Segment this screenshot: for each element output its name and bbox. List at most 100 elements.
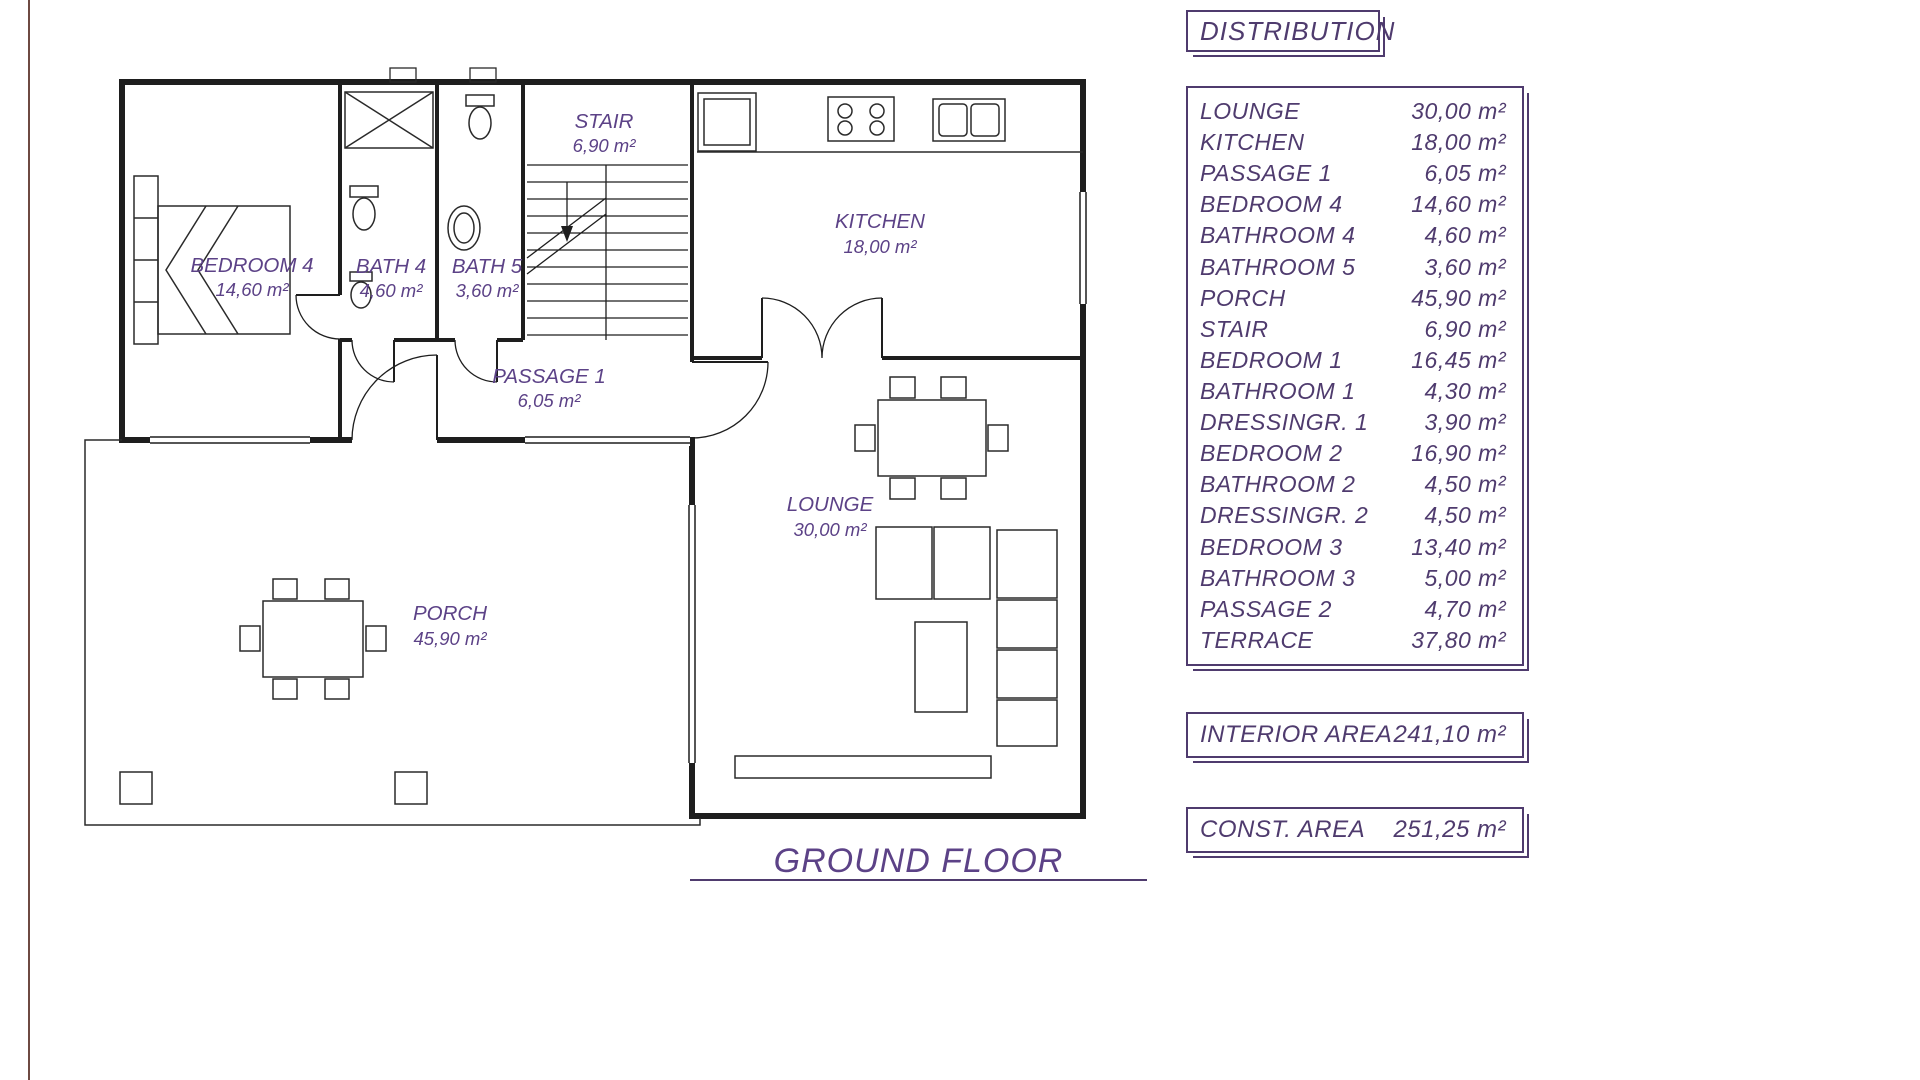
room-name: DRESSINGR. 2 — [1200, 502, 1369, 529]
room-name: BATHROOM 5 — [1200, 253, 1356, 280]
stair-symbol — [526, 164, 688, 340]
outer-walls — [119, 79, 1086, 819]
label-porch: PORCH — [413, 602, 487, 625]
porch-column — [119, 771, 153, 805]
room-name: BEDROOM 2 — [1200, 440, 1343, 467]
interior-area-box: INTERIOR AREA 241,10 m² — [1186, 712, 1529, 763]
room-area: 45,90 m² — [1411, 284, 1506, 311]
distribution-row: BATHROOM 2 4,50 m² — [1200, 471, 1506, 498]
porch-area — [84, 439, 701, 826]
room-area: 37,80 m² — [1411, 626, 1506, 653]
interior-area-value: 241,10 m² — [1393, 721, 1506, 748]
room-area: 4,60 m² — [1424, 222, 1506, 249]
room-name: BATHROOM 4 — [1200, 222, 1356, 249]
hob-icon — [827, 96, 895, 142]
windows — [150, 192, 1089, 763]
room-name: DRESSINGR. 1 — [1200, 409, 1369, 436]
interior-walls — [338, 82, 1083, 440]
wardrobe — [133, 175, 159, 345]
distribution-row: BATHROOM 5 3,60 m² — [1200, 254, 1506, 281]
distribution-row: BATHROOM 3 5,00 m² — [1200, 565, 1506, 592]
room-name: BATHROOM 3 — [1200, 564, 1356, 591]
interior-area-label: INTERIOR AREA — [1200, 721, 1393, 748]
area-stair: 6,90 m² — [573, 135, 637, 156]
room-area: 16,45 m² — [1411, 346, 1506, 373]
porch-table — [239, 578, 387, 700]
plan-title: GROUND FLOOR — [773, 842, 1064, 880]
area-kitchen: 18,00 m² — [843, 236, 917, 257]
label-passage1: PASSAGE 1 — [492, 365, 606, 388]
distribution-row: DRESSINGR. 1 3,90 m² — [1200, 409, 1506, 436]
area-bath4: 4,60 m² — [360, 280, 424, 301]
bed — [157, 205, 291, 335]
room-area: 30,00 m² — [1411, 98, 1506, 124]
sheet-frame-line — [28, 0, 30, 1080]
room-name: PASSAGE 2 — [1200, 595, 1332, 622]
porch-column — [394, 771, 428, 805]
room-area: 6,05 m² — [1424, 160, 1506, 187]
room-name: LOUNGE — [1200, 98, 1301, 124]
distribution-row: BEDROOM 2 16,90 m² — [1200, 440, 1506, 467]
label-bedroom4: BEDROOM 4 — [190, 254, 313, 277]
distribution-row: LOUNGE 30,00 m² — [1200, 98, 1506, 125]
room-area: 4,50 m² — [1424, 471, 1506, 498]
room-area: 4,50 m² — [1424, 502, 1506, 529]
distribution-title-box: DISTRIBUTION — [1186, 10, 1394, 57]
room-name: BEDROOM 4 — [1200, 191, 1343, 218]
area-porch: 45,90 m² — [413, 628, 487, 649]
room-name: BATHROOM 1 — [1200, 377, 1356, 404]
const-area-value: 251,25 m² — [1393, 816, 1506, 843]
washbasin-icon — [447, 205, 481, 251]
distribution-row: BATHROOM 4 4,60 m² — [1200, 222, 1506, 249]
room-area: 3,90 m² — [1424, 409, 1506, 436]
fixtures — [344, 67, 1083, 309]
area-bedroom4: 14,60 m² — [215, 279, 289, 300]
label-stair: STAIR — [575, 110, 634, 133]
room-area: 3,60 m² — [1424, 253, 1506, 280]
distribution-row: BEDROOM 4 14,60 m² — [1200, 191, 1506, 218]
distribution-row: TERRACE 37,80 m² — [1200, 627, 1506, 654]
const-area-box: CONST. AREA 251,25 m² — [1186, 807, 1529, 858]
label-lounge: LOUNGE — [787, 493, 874, 516]
porch-outline — [84, 439, 701, 826]
room-name: BEDROOM 3 — [1200, 533, 1343, 560]
toilet-icon — [465, 94, 495, 140]
room-area: 14,60 m² — [1411, 191, 1506, 218]
distribution-row: PASSAGE 1 6,05 m² — [1200, 160, 1506, 187]
room-name: TERRACE — [1200, 626, 1314, 653]
room-area: 13,40 m² — [1411, 533, 1506, 560]
distribution-row: DRESSINGR. 2 4,50 m² — [1200, 502, 1506, 529]
shower-icon — [344, 91, 434, 149]
room-name: KITCHEN — [1200, 129, 1305, 156]
room-area: 5,00 m² — [1424, 564, 1506, 591]
area-lounge: 30,00 m² — [793, 519, 867, 540]
room-name: PASSAGE 1 — [1200, 160, 1332, 187]
room-area: 4,30 m² — [1424, 377, 1506, 404]
room-labels: STAIR 6,90 m² BEDROOM 4 14,60 m² BATH 4 … — [190, 110, 925, 649]
room-name: STAIR — [1200, 315, 1269, 342]
room-area: 16,90 m² — [1411, 440, 1506, 467]
window-lines — [150, 192, 1087, 763]
plan-title-underline — [690, 879, 1147, 881]
furniture — [133, 175, 1058, 779]
label-bath5: BATH 5 — [452, 255, 523, 278]
doors — [295, 294, 883, 441]
area-passage1: 6,05 m² — [518, 390, 582, 411]
label-bath4: BATH 4 — [356, 255, 426, 278]
distribution-row: BEDROOM 3 13,40 m² — [1200, 534, 1506, 561]
walls — [119, 79, 1086, 819]
distribution-row: BATHROOM 1 4,30 m² — [1200, 378, 1506, 405]
coffee-table — [914, 621, 968, 713]
label-kitchen: KITCHEN — [835, 210, 925, 233]
room-name: BEDROOM 1 — [1200, 346, 1343, 373]
bidet-icon — [349, 271, 373, 309]
room-name: BATHROOM 2 — [1200, 471, 1356, 498]
distribution-row: BEDROOM 1 16,45 m² — [1200, 347, 1506, 374]
door-swings — [295, 294, 883, 441]
sofa-set — [875, 526, 1058, 747]
fridge-icon — [697, 92, 757, 152]
